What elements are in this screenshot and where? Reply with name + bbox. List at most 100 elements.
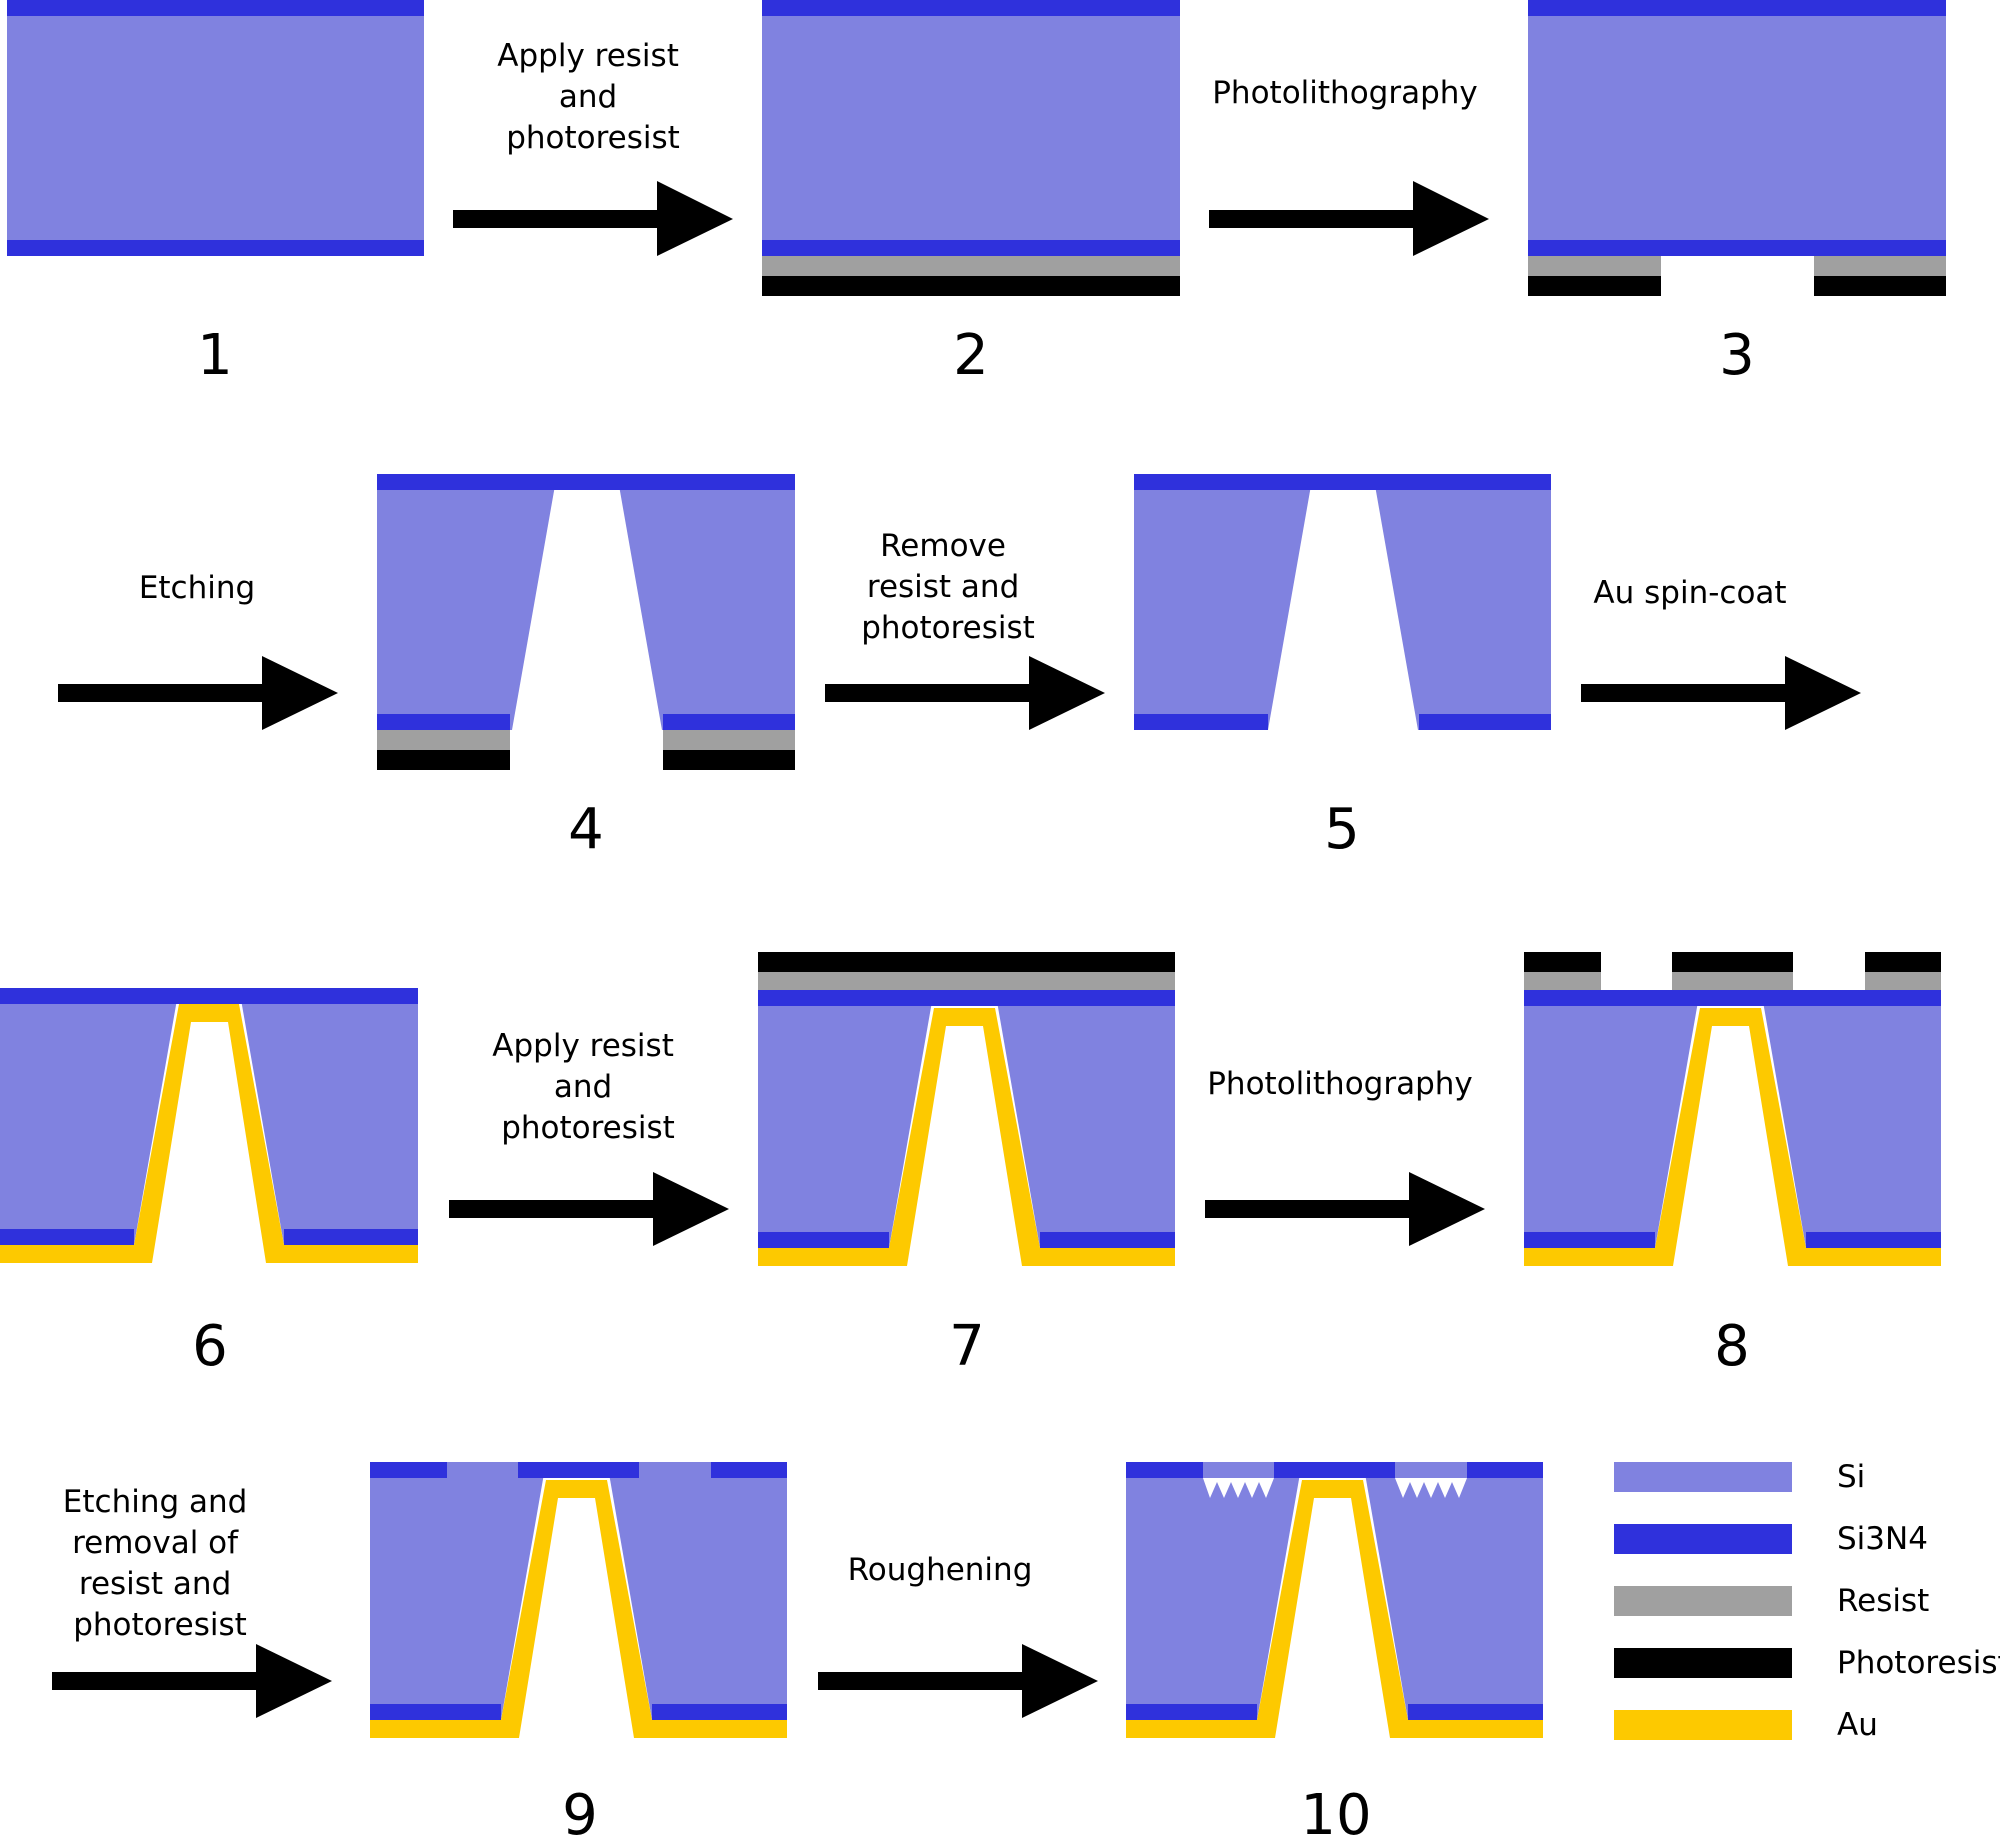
process-arrow-8: Etching and removal of resist and photor… (52, 1484, 332, 1718)
legend-label-au: Au (1837, 1707, 1878, 1743)
si3n4-top-layer (0, 988, 418, 1004)
si3n4-bottom-layer (370, 1704, 501, 1720)
arrow-label-1: Apply resist and photoresist (497, 38, 688, 156)
arrow-shaft (58, 684, 264, 702)
si3n4-top-layer (711, 1462, 787, 1478)
arrow-label-line: resist and (79, 1566, 231, 1602)
si3n4-top-layer (762, 0, 1180, 16)
legend-swatch-resist (1614, 1586, 1792, 1616)
step-4-diagram (377, 474, 795, 770)
step-number-9: 9 (562, 1783, 598, 1838)
si3n4-top-layer (518, 1462, 639, 1478)
step-6-diagram (0, 988, 418, 1263)
legend: Si Si3N4 Resist Photoresist Au (1614, 1459, 2000, 1743)
arrow-label-3: Etching (139, 570, 255, 606)
arrow-label-line: and (559, 79, 617, 115)
arrow-shaft (1205, 1200, 1411, 1218)
si-substrate-right (1761, 990, 1941, 1248)
si-substrate-left (1134, 474, 1313, 730)
photoresist-layer (1814, 276, 1946, 296)
si-substrate-right (607, 1462, 787, 1720)
arrow-shaft (449, 1200, 655, 1218)
si3n4-bottom-layer (377, 714, 510, 730)
resist-layer (1524, 972, 1601, 990)
arrow-label-line: photoresist (73, 1607, 247, 1643)
photoresist-layer (1672, 952, 1793, 972)
si3n4-top-layer (1274, 1462, 1395, 1478)
arrow-shaft (825, 684, 1031, 702)
si3n4-bottom-layer (1040, 1232, 1175, 1248)
arrow-label-line: photoresist (501, 1110, 675, 1146)
resist-layer (377, 730, 510, 750)
si3n4-top-layer (1134, 474, 1551, 490)
process-arrow-9: Roughening (818, 1552, 1098, 1718)
arrow-label-line: Apply resist (497, 38, 679, 74)
legend-swatch-si3n4 (1614, 1524, 1792, 1554)
resist-layer (762, 256, 1180, 276)
arrow-label-line: Etching and (63, 1484, 248, 1520)
si-substrate-left (370, 1462, 546, 1720)
step-number-5: 5 (1324, 797, 1360, 862)
si3n4-bottom-layer (663, 714, 795, 730)
process-arrow-3: Etching (58, 570, 338, 730)
photoresist-layer (377, 750, 510, 770)
arrow-shaft (818, 1672, 1024, 1690)
step-number-1: 1 (197, 323, 233, 388)
si-substrate-right (995, 990, 1175, 1248)
si3n4-bottom-layer (652, 1704, 787, 1720)
arrow-label-6: Apply resist and photoresist (492, 1028, 683, 1146)
si3n4-bottom-layer (7, 240, 424, 256)
arrow-label-line: removal of (72, 1525, 239, 1561)
step-8-diagram (1524, 952, 1941, 1266)
arrow-label-line: Etching (139, 570, 255, 606)
si3n4-bottom-layer (758, 1232, 889, 1248)
si-substrate (7, 0, 424, 256)
resist-layer (1814, 256, 1946, 276)
si-substrate-right (1373, 474, 1551, 730)
arrow-label-8: Etching and removal of resist and photor… (63, 1484, 257, 1643)
arrow-head (1785, 656, 1861, 730)
arrow-label-line: photoresist (861, 610, 1035, 646)
si3n4-top-layer (370, 1462, 447, 1478)
resist-layer (1528, 256, 1661, 276)
legend-label-photoresist: Photoresist (1837, 1645, 2000, 1681)
si-substrate-left (1524, 990, 1700, 1248)
arrow-head (657, 181, 733, 256)
step-3-diagram (1528, 0, 1946, 296)
arrow-label-line: Photolithography (1207, 1066, 1473, 1102)
arrow-head (1413, 181, 1489, 256)
arrow-label-4: Remove resist and photoresist (861, 528, 1035, 646)
resist-layer (758, 972, 1175, 990)
photoresist-layer (663, 750, 795, 770)
process-arrow-4: Remove resist and photoresist (825, 528, 1105, 730)
arrow-head (1409, 1172, 1485, 1246)
arrow-head (262, 656, 338, 730)
step-2-diagram (762, 0, 1180, 296)
arrow-shaft (52, 1672, 258, 1690)
si3n4-bottom-layer (284, 1229, 418, 1245)
si-substrate-left (758, 990, 934, 1248)
si-substrate (1528, 0, 1946, 256)
si3n4-bottom-layer (1524, 1232, 1655, 1248)
resist-layer (1865, 972, 1941, 990)
step-number-8: 8 (1714, 1314, 1750, 1379)
si-substrate-right (1363, 1462, 1543, 1720)
arrow-head (1029, 656, 1105, 730)
si-substrate-right (239, 988, 418, 1245)
step-10-diagram (1126, 1462, 1543, 1738)
si3n4-bottom-layer (1528, 240, 1946, 256)
arrow-shaft (1581, 684, 1787, 702)
legend-swatch-photoresist (1614, 1648, 1792, 1678)
arrow-shaft (453, 210, 659, 228)
step-number-3: 3 (1719, 323, 1755, 388)
photoresist-layer (1528, 276, 1661, 296)
si3n4-top-layer (7, 0, 424, 16)
si3n4-bottom-layer (1134, 714, 1268, 730)
step-7-diagram (758, 952, 1175, 1266)
step-number-7: 7 (949, 1314, 985, 1379)
si3n4-top-layer (1467, 1462, 1543, 1478)
step-number-10: 10 (1300, 1783, 1371, 1838)
process-arrow-5: Au spin-coat (1581, 575, 1861, 730)
si-substrate-left (1126, 1462, 1302, 1720)
arrow-shaft (1209, 210, 1415, 228)
